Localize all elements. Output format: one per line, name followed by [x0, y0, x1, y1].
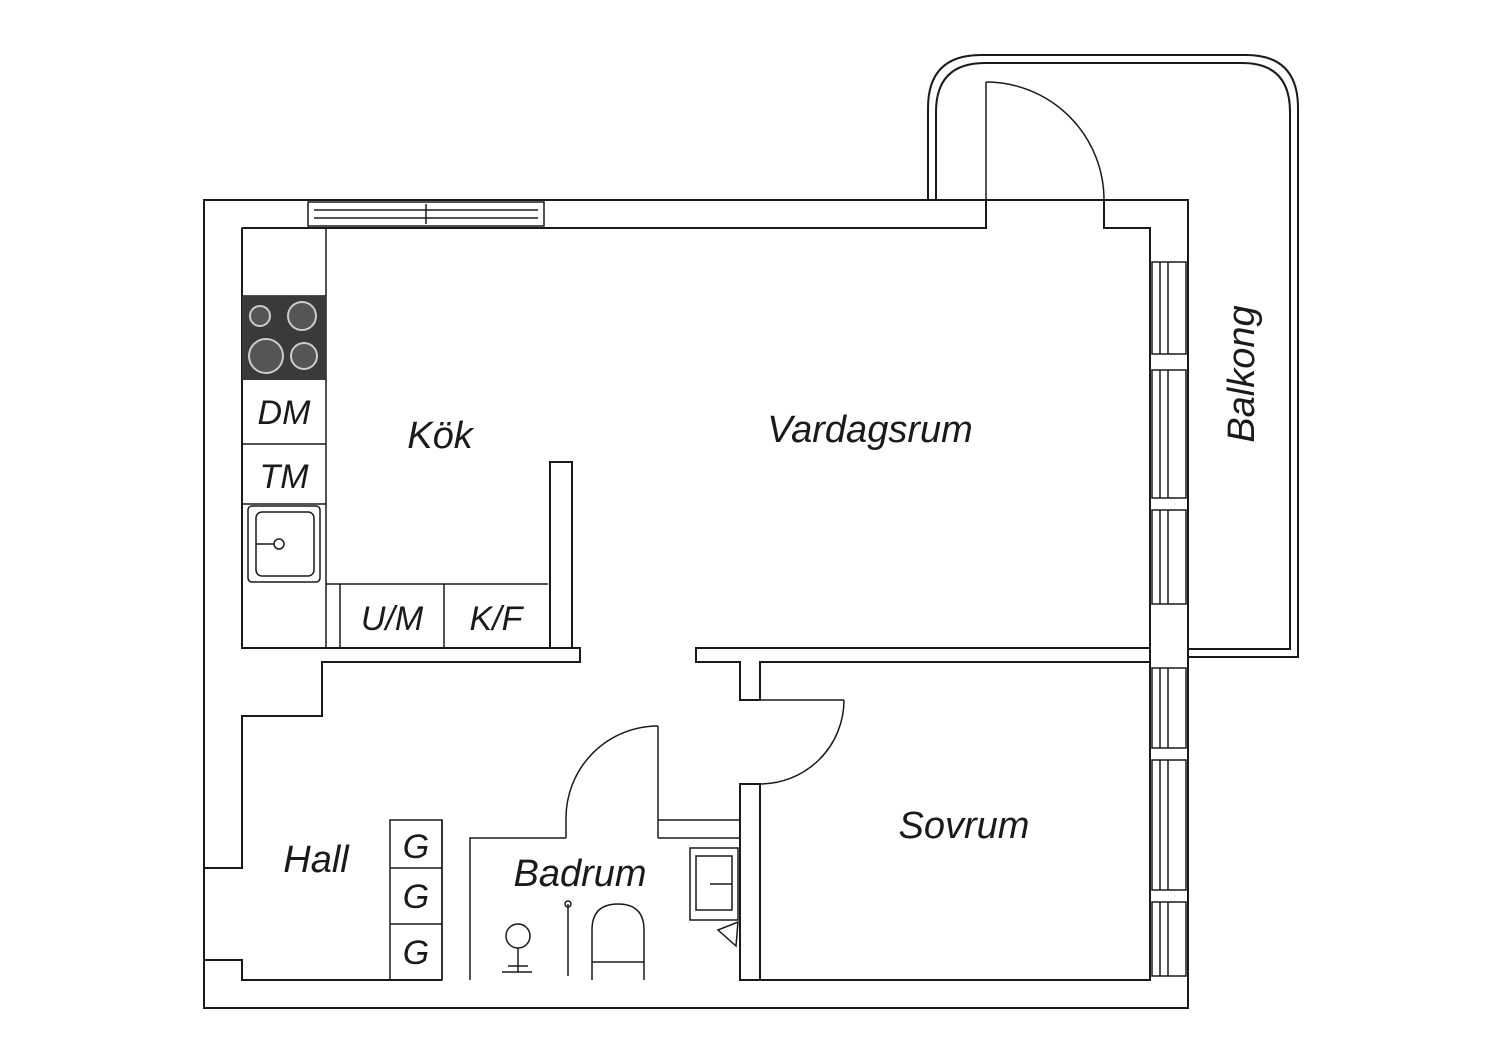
- wardrobe-label-1: G: [403, 828, 429, 866]
- room-label-bedroom: Sovrum: [899, 805, 1030, 847]
- sink-icon: [247, 505, 321, 583]
- balcony-door[interactable]: [985, 81, 1105, 201]
- room-label-kitchen: Kök: [407, 415, 474, 457]
- bathroom-door[interactable]: [565, 725, 740, 838]
- shower-icon: [502, 923, 532, 973]
- washbasin-icon: [689, 847, 739, 948]
- wardrobes: [389, 819, 443, 981]
- dryer-label: TM: [259, 458, 309, 496]
- room-label-balcony: Balkong: [1221, 305, 1263, 442]
- kitchen-counter: [241, 227, 548, 649]
- room-label-bathroom: Badrum: [513, 853, 646, 895]
- kitchen-window: [307, 201, 545, 227]
- room-label-living-room: Vardagsrum: [767, 409, 973, 451]
- wardrobe-label-2: G: [403, 878, 429, 916]
- fridge-freezer-label: K/F: [470, 600, 525, 638]
- toilet-icon: [591, 903, 645, 980]
- kitchen-partition: [549, 461, 573, 649]
- oven-micro-label: U/M: [361, 600, 424, 638]
- balcony: [927, 54, 1299, 658]
- shower-rail-icon: [564, 900, 572, 976]
- exterior-wall: [203, 199, 1189, 1009]
- bedroom-door[interactable]: [759, 699, 845, 785]
- right-windows: [1151, 261, 1187, 977]
- wardrobe-label-3: G: [403, 934, 429, 972]
- room-label-hall: Hall: [283, 839, 350, 881]
- dishwasher-label: DM: [258, 394, 312, 432]
